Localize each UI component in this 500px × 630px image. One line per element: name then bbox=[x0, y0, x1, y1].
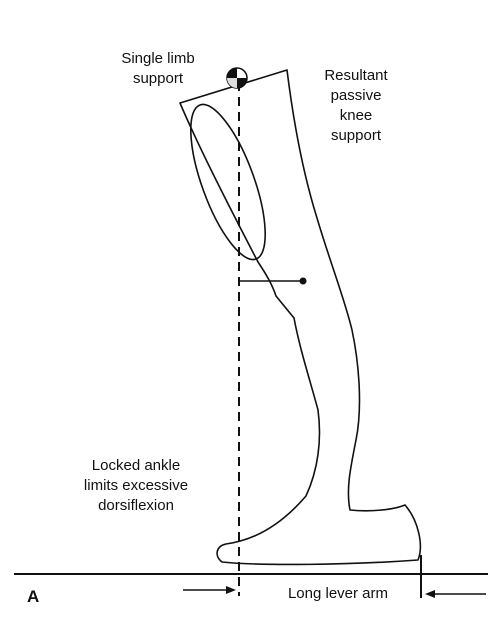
label-knee-support: Resultant passive knee support bbox=[324, 67, 388, 144]
label-ankle-note: Locked ankle limits excessive dorsiflexi… bbox=[83, 457, 189, 514]
knee-joint-dot bbox=[299, 277, 307, 285]
lever-arm-right-arrow bbox=[425, 590, 486, 598]
panel-label: A bbox=[27, 587, 40, 606]
lever-arm-left-arrow bbox=[183, 586, 236, 594]
label-lever-arm: Long lever arm bbox=[287, 585, 389, 602]
center-of-mass-marker bbox=[226, 67, 248, 89]
label-single-limb-support: Single limb support bbox=[121, 50, 195, 87]
leg-outline bbox=[179, 69, 422, 566]
knee-pad bbox=[190, 103, 266, 261]
